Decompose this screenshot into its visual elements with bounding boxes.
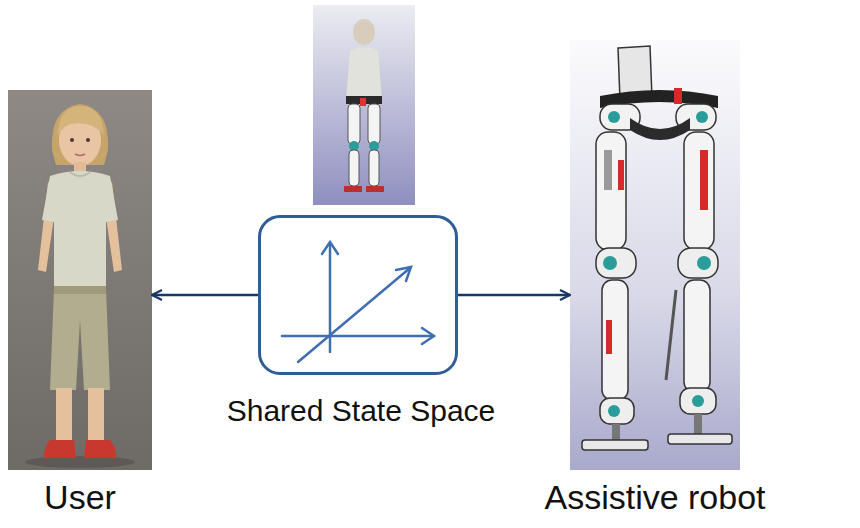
axes-icon-part-part [396, 267, 411, 281]
exoskeleton-robot-part [606, 320, 612, 354]
exoskeleton-robot-part [680, 388, 716, 414]
node-label: User [44, 478, 116, 516]
user-figure-part [42, 171, 118, 290]
user-with-robot-thumbnail-part [313, 5, 415, 205]
exoskeleton-robot-part [666, 290, 676, 380]
exoskeleton-robot-part [696, 111, 708, 123]
connector-arrow [152, 294, 258, 297]
connector-arrow [458, 294, 570, 297]
user-figure-part [50, 288, 110, 390]
user-picture: User [8, 90, 152, 470]
user-figure-part [25, 456, 135, 468]
user-with-robot-thumbnail-part [348, 104, 360, 144]
axes-icon [260, 217, 457, 374]
user-with-robot-thumbnail-part [344, 186, 362, 192]
exoskeleton-robot-part [630, 118, 690, 140]
exoskeleton-robot-part [697, 256, 711, 270]
exoskeleton-robot-part [618, 160, 624, 190]
exoskeleton-robot-part [608, 405, 620, 417]
exoskeleton-robot-part [596, 132, 626, 250]
user-with-robot-thumbnail-part [366, 186, 384, 192]
exoskeleton-robot-part [700, 150, 708, 210]
robot-picture: Assistive robot [570, 40, 740, 470]
exoskeleton-robot-part [668, 434, 732, 444]
axes-icon-part-part [322, 242, 338, 254]
exoskeleton-robot-part [694, 414, 702, 436]
axes-icon-part-part [282, 335, 432, 338]
axes-icon-part [282, 242, 434, 362]
user-with-robot-thumbnail-part [368, 104, 380, 144]
user-figure-part [70, 138, 74, 142]
exoskeleton-robot-part [604, 150, 612, 190]
exoskeleton-robot [570, 40, 740, 470]
exoskeleton-robot-part [692, 395, 704, 407]
exoskeleton-robot-part [608, 111, 620, 123]
exoskeleton-robot-part [602, 280, 628, 400]
exoskeleton-robot-part [596, 248, 636, 278]
user-figure-part [54, 286, 106, 294]
user-with-robot-thumbnail [313, 5, 415, 205]
label-holder: User [0, 478, 302, 517]
user-figure-part [56, 388, 72, 444]
user-figure-part [57, 106, 104, 135]
exoskeleton-robot-part [582, 440, 648, 450]
exoskeleton-robot-part [603, 256, 617, 270]
user-with-robot-thumbnail-part [369, 150, 379, 186]
exoskeleton-robot-part [600, 398, 634, 424]
state-space-box: Shared State Space [258, 215, 458, 375]
exoskeleton-robot-part [684, 280, 710, 392]
node-label: Shared State Space [227, 394, 496, 427]
user-figure-part [44, 440, 76, 458]
axes-icon-part-part [298, 268, 410, 362]
exoskeleton-robot-part [674, 88, 682, 104]
user-figure-part [70, 172, 90, 176]
axes-icon-part [260, 217, 457, 374]
user-with-robot-thumbnail-part [360, 98, 366, 106]
user-figure-part [84, 440, 116, 458]
label-holder: Shared State Space [111, 394, 611, 429]
user-figure-part [88, 388, 104, 444]
user-with-robot-thumbnail-part [353, 19, 375, 45]
user-figure [8, 90, 152, 470]
exoskeleton-robot-part [678, 248, 718, 278]
exoskeleton-robot-part [570, 40, 740, 470]
user-figure-part [86, 138, 90, 142]
user-with-robot-thumbnail-part [349, 150, 359, 186]
exoskeleton-robot-part [684, 132, 714, 250]
user-figure-part [75, 154, 85, 156]
axes-icon-part-part [422, 328, 434, 344]
user-figure-part [52, 104, 108, 165]
node-label: Assistive robot [544, 478, 765, 516]
user-figure-part [8, 90, 152, 470]
user-with-robot-thumbnail-part [346, 47, 382, 100]
label-holder: Assistive robot [420, 478, 860, 517]
